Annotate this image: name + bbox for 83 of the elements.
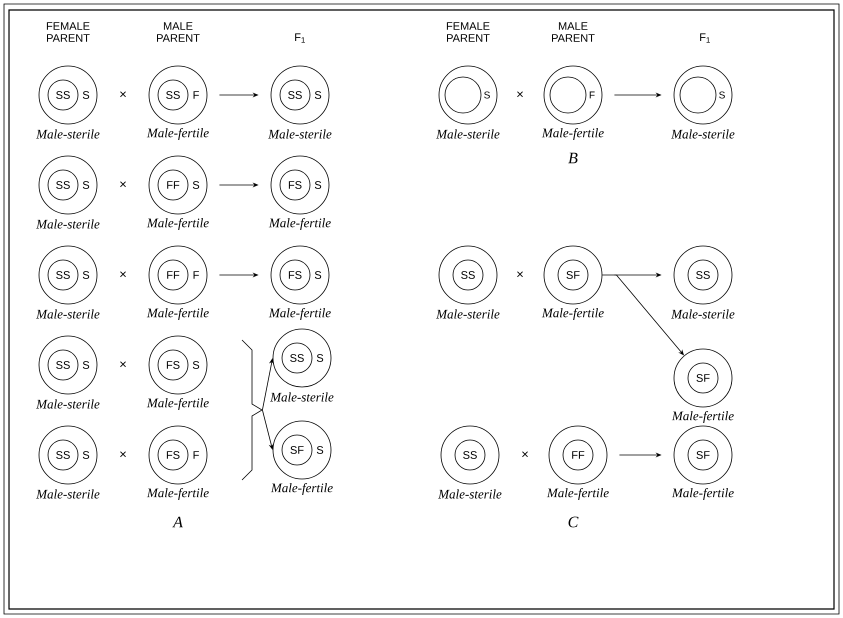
phenotype-label: Male-fertile [542, 128, 604, 140]
cross-sign: × [120, 271, 126, 278]
phenotype-label: Male-sterile [268, 129, 332, 139]
genotype: SS [463, 451, 477, 459]
phenotype-label: Male-sterile [270, 392, 334, 402]
phenotype-label: Male-fertile [146, 488, 209, 500]
column-heading: MALE PARENT [157, 22, 200, 42]
cytoplasm-letter: S [314, 91, 322, 99]
cross-sign: × [522, 451, 528, 458]
cross-sign: × [517, 91, 523, 98]
genotype: FS [166, 451, 180, 459]
cytoplasm-letter: F [194, 271, 199, 279]
genotype: SS [56, 181, 70, 189]
cytoplasm-letter: S [484, 91, 490, 99]
panel-letter: B [568, 152, 578, 164]
cytoplasm-letter: S [82, 271, 90, 279]
cytoplasm-letter: F [194, 91, 199, 99]
cross-sign: × [120, 91, 126, 98]
cross-sign: × [120, 451, 126, 458]
genotype: FS [288, 181, 302, 189]
phenotype-label: Male-fertile [146, 398, 209, 410]
cytoplasm-letter: S [316, 446, 324, 454]
phenotype-label: Male-sterile [436, 309, 500, 319]
phenotype-label: Male-fertile [268, 218, 331, 230]
column-heading: F$_{1}$ [295, 33, 305, 43]
column-heading: FEMALE PARENT [46, 22, 90, 42]
phenotype-label: Male-fertile [672, 411, 734, 423]
genotype: SF [566, 271, 580, 279]
genotype: SS [696, 271, 710, 279]
genotype: FS [288, 271, 302, 279]
cytoplasm-letter: S [192, 361, 200, 369]
cross-sign: × [120, 361, 126, 368]
column-heading: FEMALE PARENT [446, 22, 490, 42]
phenotype-label: Male-sterile [36, 489, 100, 499]
cytoplasm-letter: S [82, 451, 90, 459]
phenotype-label: Male-fertile [672, 488, 734, 500]
genotype: SS [288, 91, 302, 99]
cytoplasm-letter: F [590, 92, 595, 98]
genotype: FF [167, 271, 180, 279]
cytoplasm-letter: S [719, 91, 725, 99]
genotype: FF [572, 451, 584, 459]
panel-letter: C [568, 516, 578, 528]
genotype: SS [56, 91, 70, 99]
genotype: SS [56, 451, 70, 459]
phenotype-label: Male-sterile [671, 129, 734, 139]
phenotype-label: Male-sterile [36, 219, 100, 229]
cytoplasm-letter: S [82, 181, 90, 189]
genotype: SS [290, 354, 304, 362]
genotype: SS [461, 271, 475, 279]
column-heading: F$_{1}$ [700, 33, 710, 43]
phenotype-label: Male-fertile [146, 128, 209, 140]
genotype: SS [56, 271, 70, 279]
phenotype-label: Male-fertile [268, 308, 331, 320]
cytoplasm-letter: S [82, 361, 90, 369]
cytoplasm-letter: S [192, 181, 200, 189]
column-heading: MALE PARENT [552, 22, 595, 42]
phenotype-label: Male-sterile [36, 129, 100, 139]
cross-sign: × [120, 181, 126, 188]
panel-letter: A [172, 516, 183, 528]
genotype: SF [696, 451, 710, 459]
phenotype-label: Male-fertile [546, 488, 609, 500]
cytoplasm-letter: S [314, 181, 322, 189]
cross-sign: × [517, 271, 523, 278]
brace [242, 340, 263, 480]
phenotype-label: Male-fertile [270, 483, 333, 495]
phenotype-label: Male-fertile [146, 218, 209, 230]
phenotype-label: Male-sterile [438, 489, 502, 499]
phenotype-label: Male-fertile [146, 308, 209, 320]
cytoplasm-letter: S [316, 354, 324, 362]
phenotype-label: Male-sterile [36, 399, 100, 409]
genotype: SF [290, 446, 304, 454]
genotype: FS [166, 361, 180, 369]
cytoplasm-letter: F [194, 451, 199, 459]
genotype: SS [166, 91, 180, 99]
cytoplasm-letter: S [314, 271, 322, 279]
genotype: SF [696, 374, 710, 382]
phenotype-label: Male-sterile [671, 309, 734, 319]
cytoplasm-letter: S [82, 91, 90, 99]
genotype: SS [56, 361, 70, 369]
genotype: FF [167, 181, 180, 189]
phenotype-label: Male-sterile [436, 129, 500, 139]
phenotype-label: Male-sterile [36, 309, 100, 319]
phenotype-label: Male-fertile [542, 308, 604, 320]
